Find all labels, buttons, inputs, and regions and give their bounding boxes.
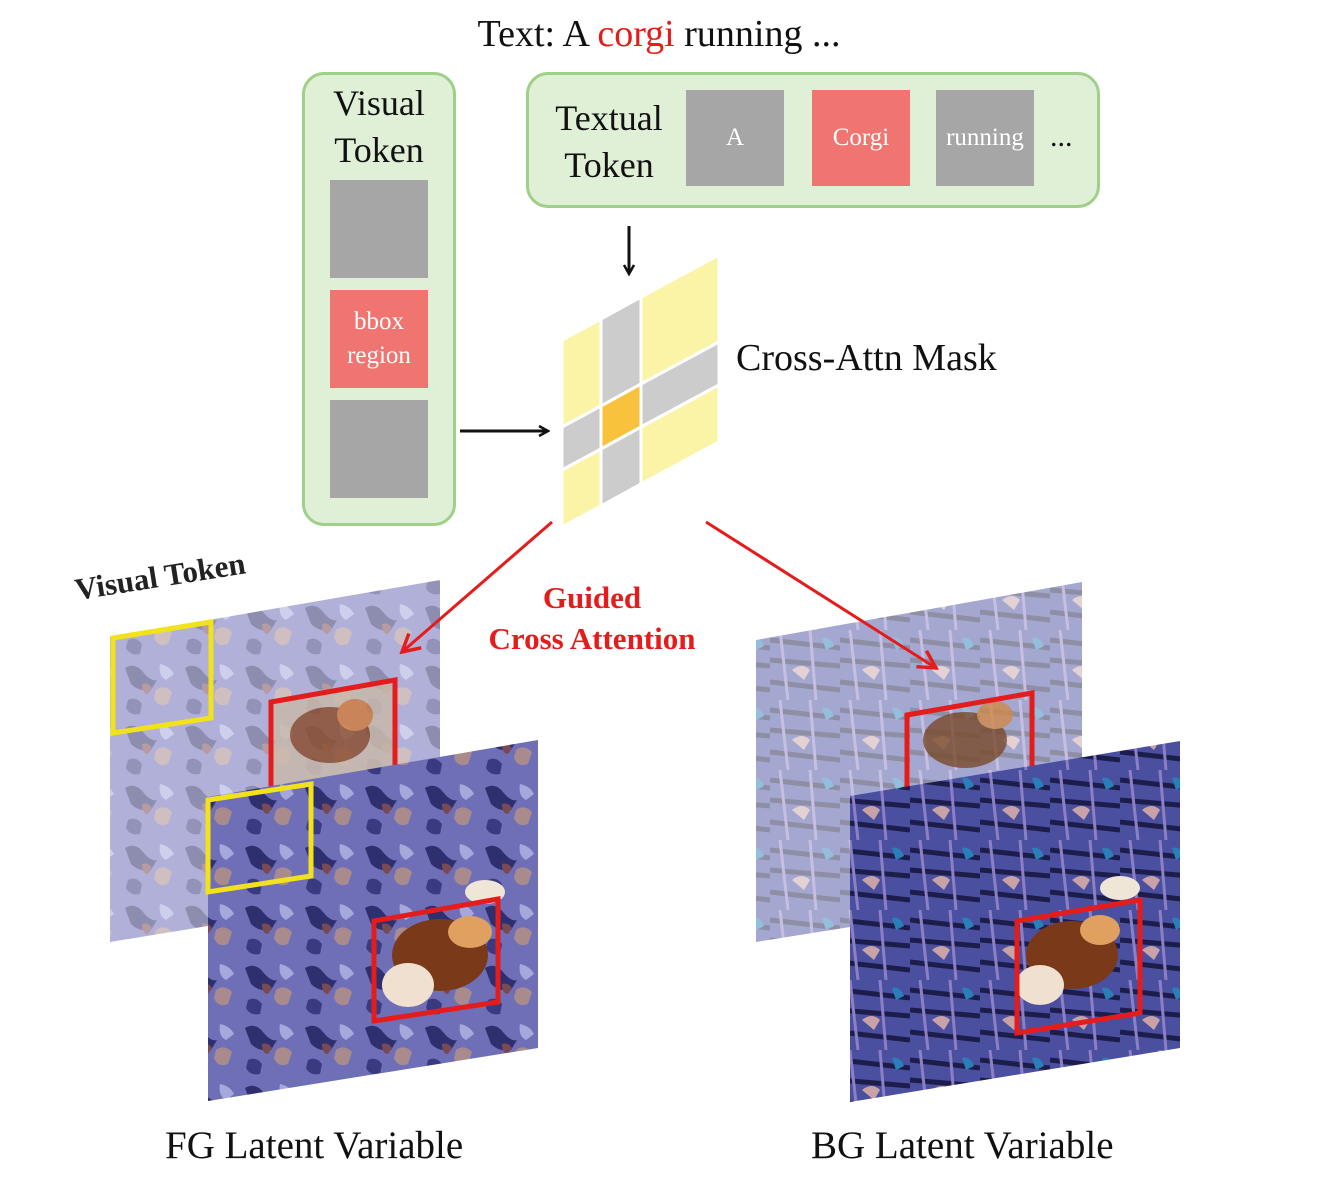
mask-cell-r2c2 xyxy=(639,383,721,486)
guided-arrow-bg xyxy=(705,520,936,668)
visual-token-title-2: Token xyxy=(334,130,424,170)
text-token-a: A xyxy=(686,90,784,186)
fg-front-corgi xyxy=(382,880,505,1007)
bg-caption: BG Latent Variable xyxy=(811,1124,1114,1167)
textual-token-title-1: Textual xyxy=(555,98,663,138)
visual-token-bbox-region: bbox region xyxy=(330,290,428,388)
text-token-ellipsis: ... xyxy=(1050,120,1073,153)
fg-caption: FG Latent Variable xyxy=(165,1124,464,1167)
prompt-suffix: running ... xyxy=(674,13,841,55)
fg-front-yellow-box xyxy=(205,781,314,895)
guided-label-1: Guided xyxy=(542,580,642,615)
cross-attn-mask-label: Cross-Attn Mask xyxy=(736,337,997,379)
text-token-corgi: Corgi xyxy=(812,90,910,186)
prompt-prefix: Text: A xyxy=(477,13,598,55)
bg-front-red-box xyxy=(1014,897,1143,1036)
fg-back-yellow-box xyxy=(110,619,214,736)
bbox-label-1: bbox xyxy=(354,308,404,335)
bg-front-corgi xyxy=(1016,876,1140,1005)
visual-token-block-top xyxy=(330,180,428,278)
guided-arrow-fg xyxy=(402,520,553,652)
text-token-running: running xyxy=(936,90,1034,186)
cross-attn-mask-grid xyxy=(560,253,721,529)
fg-back-corgi xyxy=(271,680,395,800)
bg-back-corgi xyxy=(923,701,1013,768)
bbox-label-2: region xyxy=(347,342,411,369)
text-prompt: Text: A corgi running ... xyxy=(0,12,1318,56)
prompt-highlight: corgi xyxy=(597,13,675,55)
textual-token-title-2: Token xyxy=(564,145,654,185)
guided-label-2: Cross Attention xyxy=(488,621,696,656)
visual-token-block-bottom xyxy=(330,400,428,498)
visual-token-title-1: Visual xyxy=(333,83,425,123)
fg-front-red-box xyxy=(371,896,501,1024)
